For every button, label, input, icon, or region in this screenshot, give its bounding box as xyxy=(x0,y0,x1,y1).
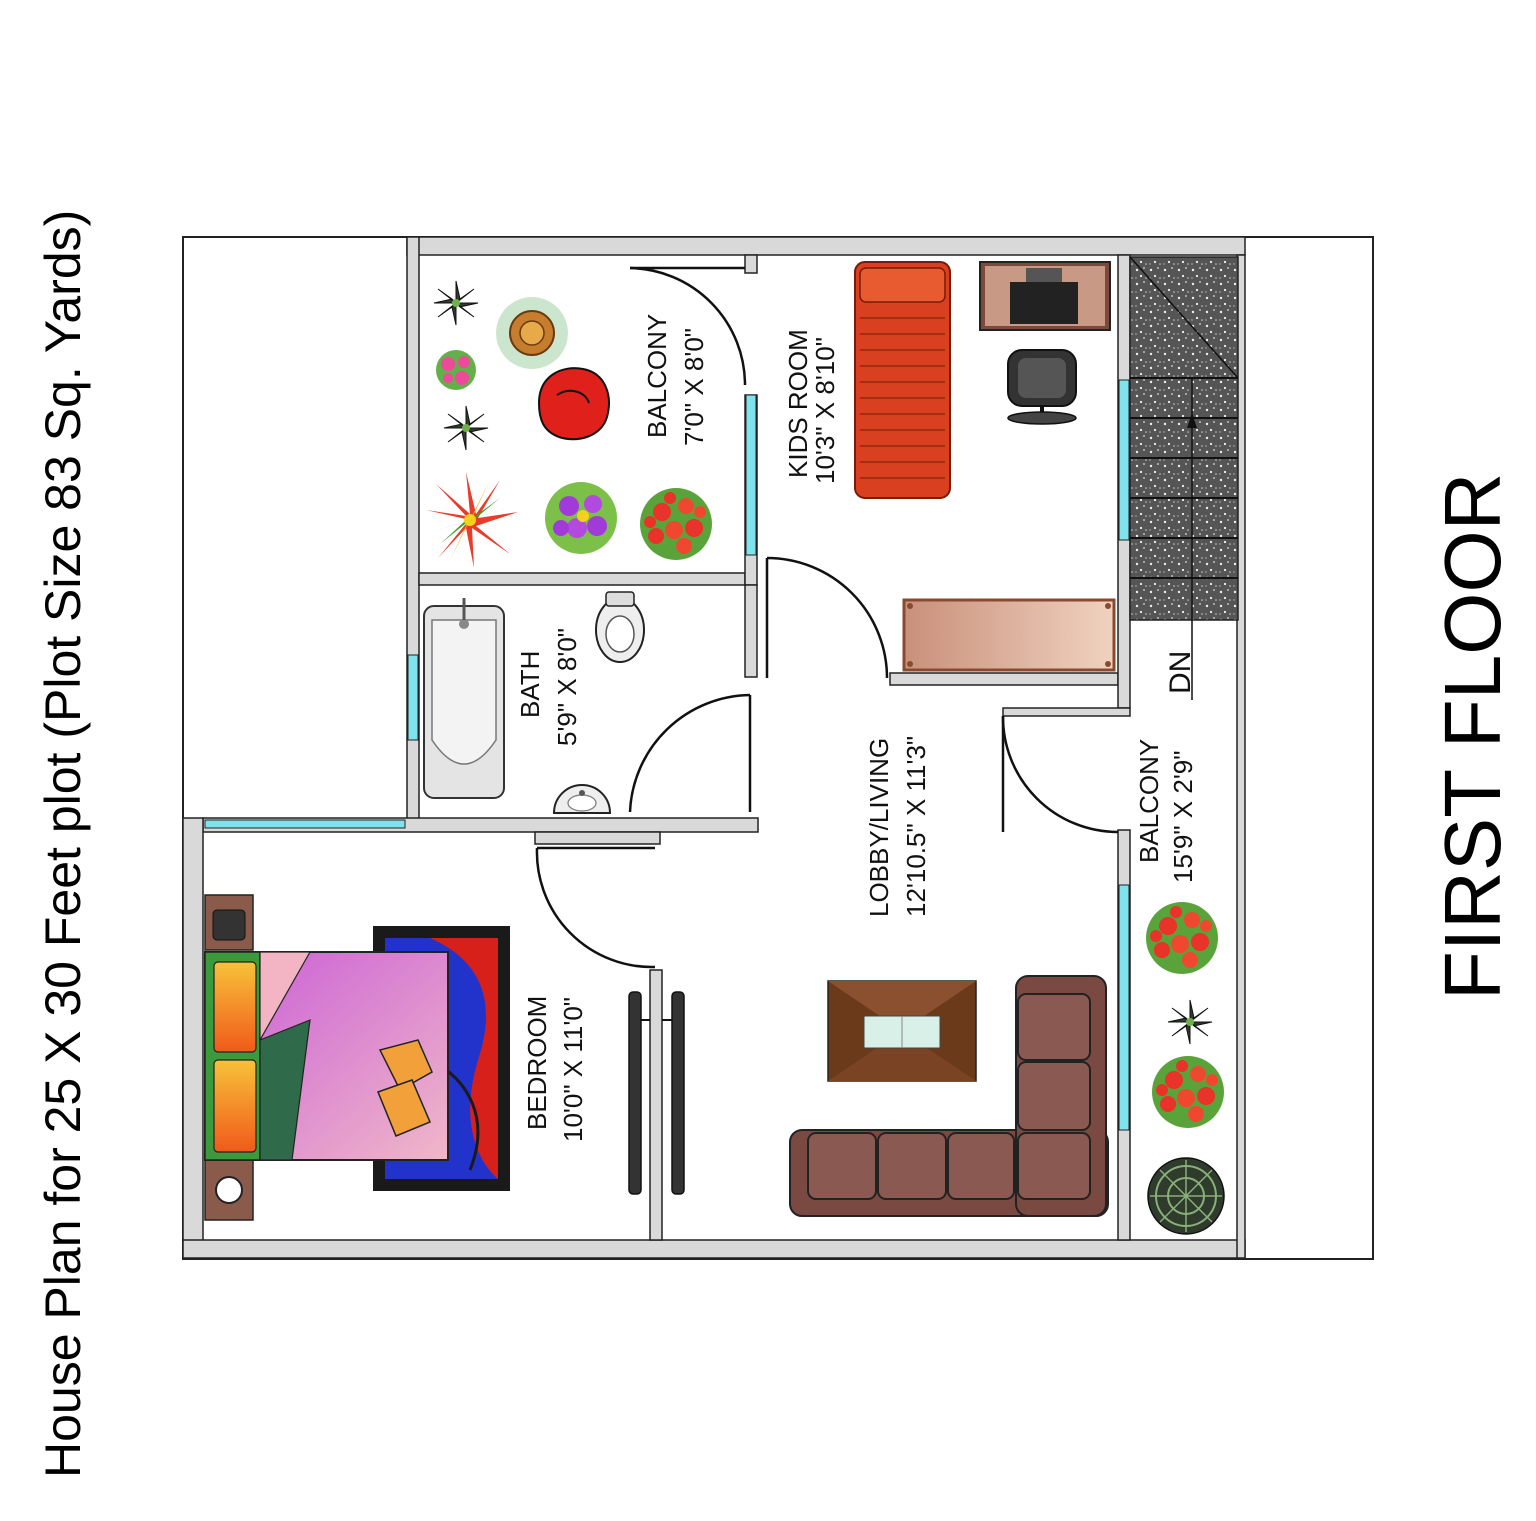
plant-icon xyxy=(1147,1157,1225,1235)
floor-label: FIRST FLOOR xyxy=(1428,473,1517,1000)
room-size-bedroom: 10'0" X 11'0" xyxy=(558,997,588,1142)
flower-icon xyxy=(640,488,712,560)
bed-icon xyxy=(854,261,951,499)
flower-icon xyxy=(426,472,518,568)
room-name-balcony-top: BALCONY xyxy=(642,314,672,438)
balcony-door xyxy=(629,266,747,386)
room-name-kids-room: KIDS ROOM xyxy=(783,329,813,478)
bath-door xyxy=(628,693,751,813)
room-size-bath: 5'9" X 8'0" xyxy=(552,628,582,746)
doors xyxy=(535,266,1119,969)
sofa-icon xyxy=(789,975,1109,1217)
bathtub-icon xyxy=(423,598,505,799)
washbasin-icon xyxy=(552,784,612,814)
plant-icon xyxy=(1167,999,1213,1045)
room-size-lobby-living: 12'10.5" X 11'3" xyxy=(901,736,931,917)
kids-room-door xyxy=(766,556,889,679)
room-name-bath: BATH xyxy=(515,651,545,718)
room-name-bedroom: BEDROOM xyxy=(522,996,552,1130)
fire-pit-icon xyxy=(496,297,568,369)
room-size-balcony-top: 7'0" X 8'0" xyxy=(679,328,709,446)
balcony-top-plants xyxy=(426,280,712,568)
room-labels: BALCONY 7'0" X 8'0" KIDS ROOM 10'3" X 8'… xyxy=(515,314,1198,1142)
flower-icon xyxy=(1146,902,1218,974)
toilet-icon xyxy=(595,591,645,663)
bed-icon xyxy=(204,894,510,1221)
office-chair-icon xyxy=(1007,349,1077,425)
plan-title: House Plan for 25 X 30 Feet plot (Plot S… xyxy=(35,210,91,1478)
bean-chair-icon xyxy=(537,367,610,441)
balcony-right-plants xyxy=(1146,902,1225,1235)
tv-console-icon xyxy=(902,598,1116,672)
flower-icon xyxy=(545,482,617,554)
room-size-balcony-right: 15'9" X 2'9" xyxy=(1168,751,1198,883)
balcony-right-door xyxy=(1001,715,1119,834)
flower-icon xyxy=(1152,1056,1224,1128)
flower-icon xyxy=(436,350,476,390)
coffee-table-icon xyxy=(827,980,977,1082)
stairs-label: DN xyxy=(1164,651,1197,694)
desk-icon xyxy=(979,261,1111,331)
tv-icon xyxy=(628,991,685,1195)
plant-icon xyxy=(433,280,479,326)
room-size-kids-room: 10'3" X 8'10" xyxy=(810,337,840,484)
bedroom-door xyxy=(535,847,656,969)
stairs-icon: DN xyxy=(1129,256,1239,700)
room-name-lobby-living: LOBBY/LIVING xyxy=(864,738,894,917)
room-name-balcony-right: BALCONY xyxy=(1134,739,1164,863)
windows xyxy=(204,379,1130,1131)
plant-icon xyxy=(443,405,489,451)
